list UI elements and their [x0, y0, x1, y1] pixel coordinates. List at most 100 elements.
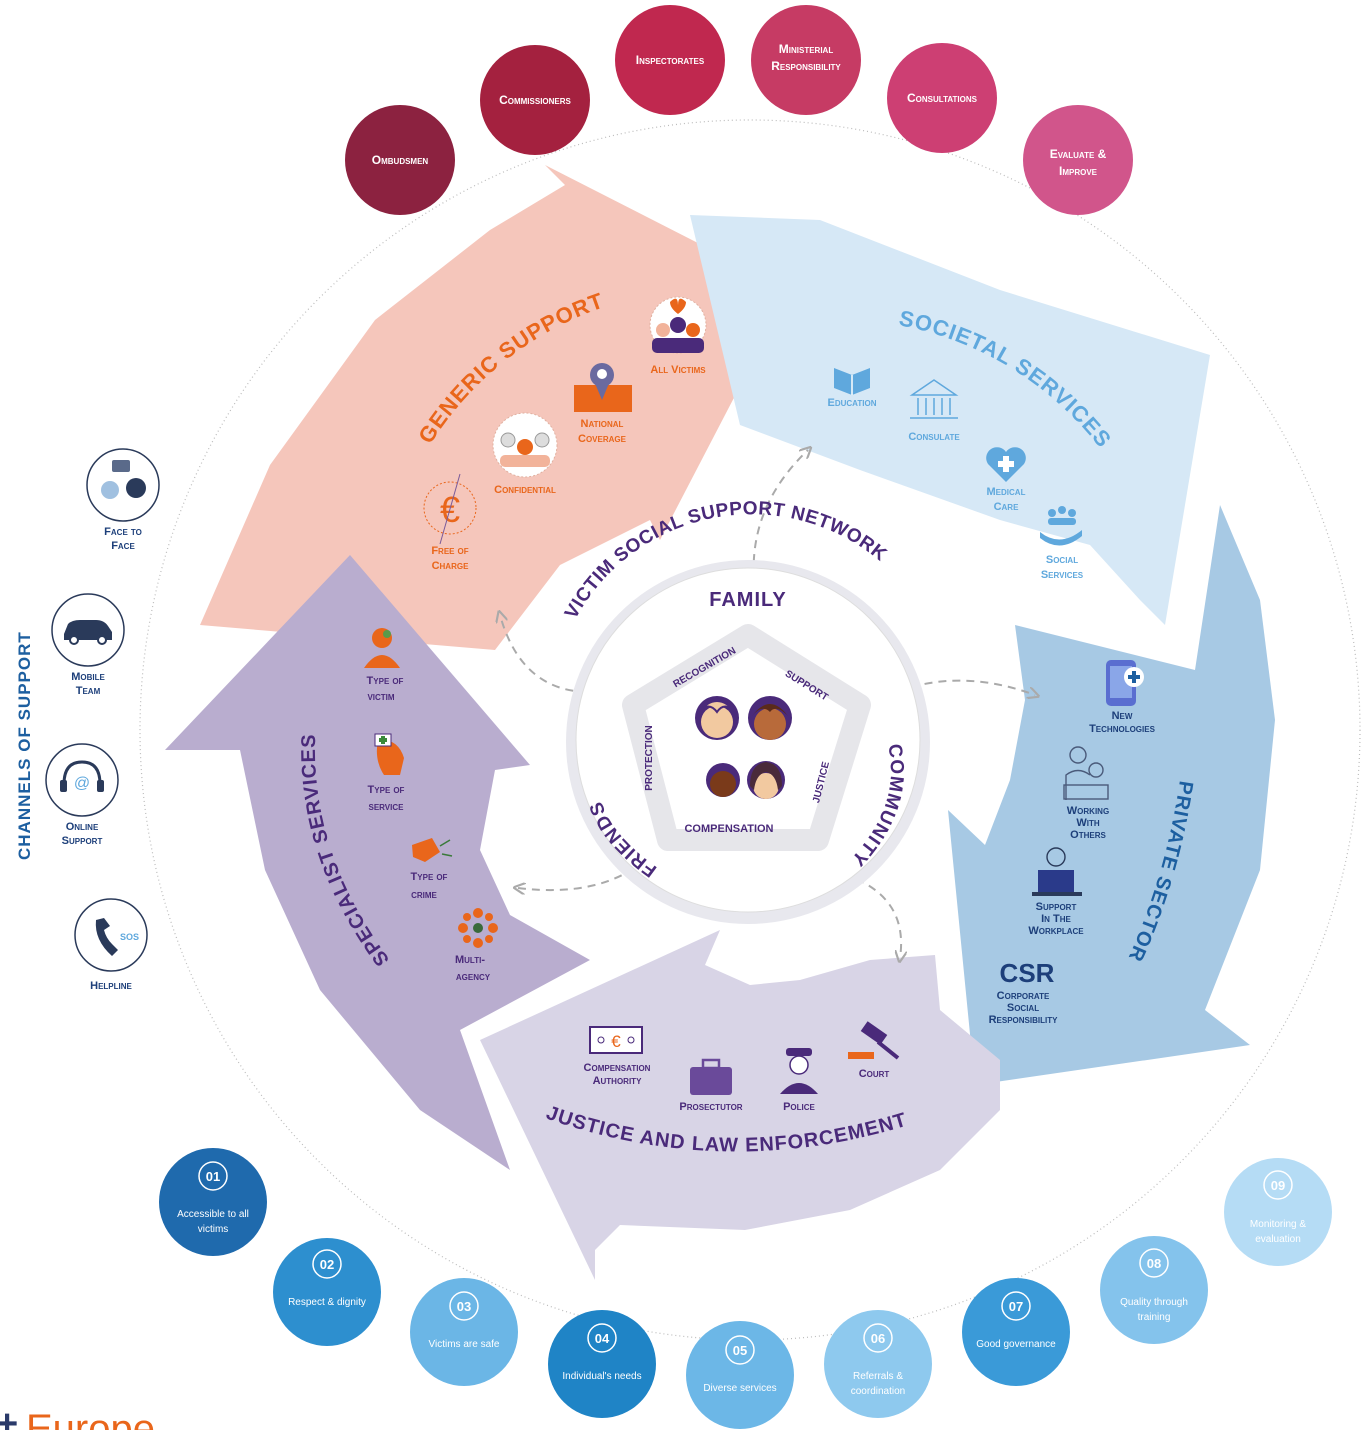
- type-of-victim-label-1: Type of: [367, 675, 404, 687]
- principle-08: 08 Quality through training: [1100, 1236, 1208, 1344]
- pentagon-protection: PROTECTION: [644, 725, 655, 791]
- support-workplace-label-2: In The: [1041, 913, 1071, 925]
- court-label: Court: [859, 1068, 890, 1080]
- principle-02: 02 Respect & dignity: [273, 1238, 381, 1346]
- working-together-icon: [1063, 746, 1109, 800]
- prosecutor-label: Prosectutor: [679, 1101, 742, 1113]
- csr-label-1: Corporate: [997, 990, 1050, 1002]
- multi-agency-icon: [458, 908, 498, 948]
- principle-03: 03 Victims are safe: [410, 1278, 518, 1386]
- social-hand-icon: [1040, 506, 1082, 546]
- principle-09: 09 Monitoring & evaluation: [1224, 1158, 1332, 1266]
- footer-logo-mark: +: [0, 1403, 18, 1430]
- national-coverage-label-2: Coverage: [578, 433, 627, 445]
- confidential-icon: [492, 412, 558, 478]
- euro-icon: €: [423, 473, 477, 545]
- book-icon: [834, 368, 870, 395]
- compensation-authority-label-2: Authority: [593, 1075, 642, 1087]
- banknote-icon: €: [589, 1026, 643, 1054]
- faces-icon: [695, 696, 792, 799]
- oversight-label-commissioners: Commissioners: [499, 93, 571, 107]
- svg-text:€: €: [611, 1032, 621, 1051]
- principle-07-label-1: Good governance: [976, 1339, 1056, 1350]
- oversight-label-evaluate-1: Evaluate &: [1050, 147, 1107, 161]
- sector-arrow-justice: [480, 930, 1000, 1280]
- outer-dotted-ring: [139, 119, 1361, 1341]
- helpline-phone-icon: [74, 898, 148, 972]
- principle-07-number: 07: [1009, 1299, 1023, 1314]
- free-of-charge-label-1: Free of: [431, 545, 468, 557]
- medical-care-label-1: Medical: [987, 486, 1026, 498]
- confidential-label: Confidential: [494, 484, 556, 496]
- principle-01-label-2: victims: [198, 1224, 229, 1235]
- principle-09-label-1: Monitoring &: [1250, 1219, 1306, 1230]
- oversight-circles: Ombudsmen Commissioners Inspectorates Mi…: [345, 5, 1133, 215]
- societal-items: Education Consulate Medical Care Social …: [828, 368, 1084, 581]
- oversight-circle-inspectorates: [615, 5, 725, 115]
- oversight-circle-evaluate: [1023, 105, 1133, 215]
- principle-05-number: 05: [733, 1343, 747, 1358]
- type-of-crime-label-2: crime: [411, 889, 437, 901]
- sector-arrow-societal: [690, 215, 1210, 625]
- family-label: FAMILY: [709, 589, 787, 611]
- oversight-label-inspectorates: Inspectorates: [636, 53, 705, 67]
- principle-04-label-1: Individual's needs: [562, 1371, 641, 1382]
- principle-01-label-1: Accessible to all: [177, 1209, 249, 1220]
- type-of-crime-label-1: Type of: [411, 871, 448, 883]
- gavel-icon: [848, 1021, 900, 1060]
- principle-06-label-2: coordination: [851, 1386, 905, 1397]
- all-victims-icon: [649, 296, 707, 354]
- oversight-label-consultations: Consultations: [907, 91, 978, 105]
- principle-03-label-1: Victims are safe: [429, 1339, 500, 1350]
- oversight-label-evaluate-2: Improve: [1059, 164, 1098, 178]
- national-coverage-label-1: National: [581, 418, 624, 430]
- principle-02-number: 02: [320, 1257, 334, 1272]
- support-workplace-label-3: Workplace: [1028, 925, 1084, 937]
- principles-row: 01 Accessible to all victims 02 Respect …: [159, 1148, 1332, 1429]
- principle-06-number: 06: [871, 1331, 885, 1346]
- type-of-service-label-2: service: [369, 801, 405, 813]
- channels-title-path: CHANNELS OF SUPPORT: [15, 631, 33, 860]
- oversight-circle-consultations: [887, 43, 997, 153]
- oversight-circle-commissioners: [480, 45, 590, 155]
- online-support-label-2: Support: [62, 835, 103, 847]
- fist-crime-icon: [412, 838, 453, 862]
- csr-logo: CSR: [1000, 958, 1055, 988]
- generic-items: All Victims National Coverage Confidenti…: [423, 296, 707, 572]
- connector-to-specialist: [518, 859, 646, 890]
- principle-08-number: 08: [1147, 1256, 1161, 1271]
- map-pin-icon: [574, 363, 632, 412]
- multi-agency-label-2: agency: [456, 971, 491, 983]
- new-technologies-label-2: Technologies: [1089, 723, 1156, 735]
- mobile-team-label-2: Team: [76, 685, 101, 697]
- principle-04-number: 04: [595, 1331, 610, 1346]
- consulate-label: Consulate: [908, 431, 960, 443]
- principle-09-number: 09: [1271, 1178, 1285, 1193]
- phone-plus-icon: [1106, 660, 1144, 706]
- new-technologies-label-1: New: [1112, 710, 1133, 722]
- victim-person-icon: [364, 628, 400, 668]
- justice-items: € Compensation Authority Prosectutor Pol…: [584, 1021, 900, 1113]
- type-of-service-label-1: Type of: [368, 784, 405, 796]
- multi-agency-label-1: Multi-: [455, 954, 485, 966]
- sector-arrow-private: [948, 505, 1275, 1085]
- csr-label-3: Responsibility: [989, 1014, 1059, 1026]
- oversight-circle-ministerial: [751, 5, 861, 115]
- sector-arrow-specialist: [165, 555, 590, 1170]
- social-services-label-1: Social: [1046, 554, 1078, 566]
- channels-title: CHANNELS OF SUPPORT: [15, 631, 34, 860]
- type-of-victim-label-2: victim: [367, 691, 394, 703]
- briefcase-icon: [690, 1058, 732, 1095]
- medical-care-label-2: Care: [994, 501, 1019, 513]
- svg-text:@: @: [74, 775, 90, 792]
- values-pentagon: [622, 624, 871, 851]
- free-of-charge-label-2: Charge: [432, 560, 469, 572]
- laptop-worker-icon: [1032, 847, 1082, 896]
- csr-label-2: Social: [1007, 1002, 1039, 1014]
- police-officer-icon: [780, 1048, 818, 1094]
- online-support-label-1: Online: [66, 821, 99, 833]
- principle-01-number: 01: [206, 1169, 220, 1184]
- police-label: Police: [783, 1101, 815, 1113]
- principle-06-label-1: Referrals &: [853, 1371, 903, 1382]
